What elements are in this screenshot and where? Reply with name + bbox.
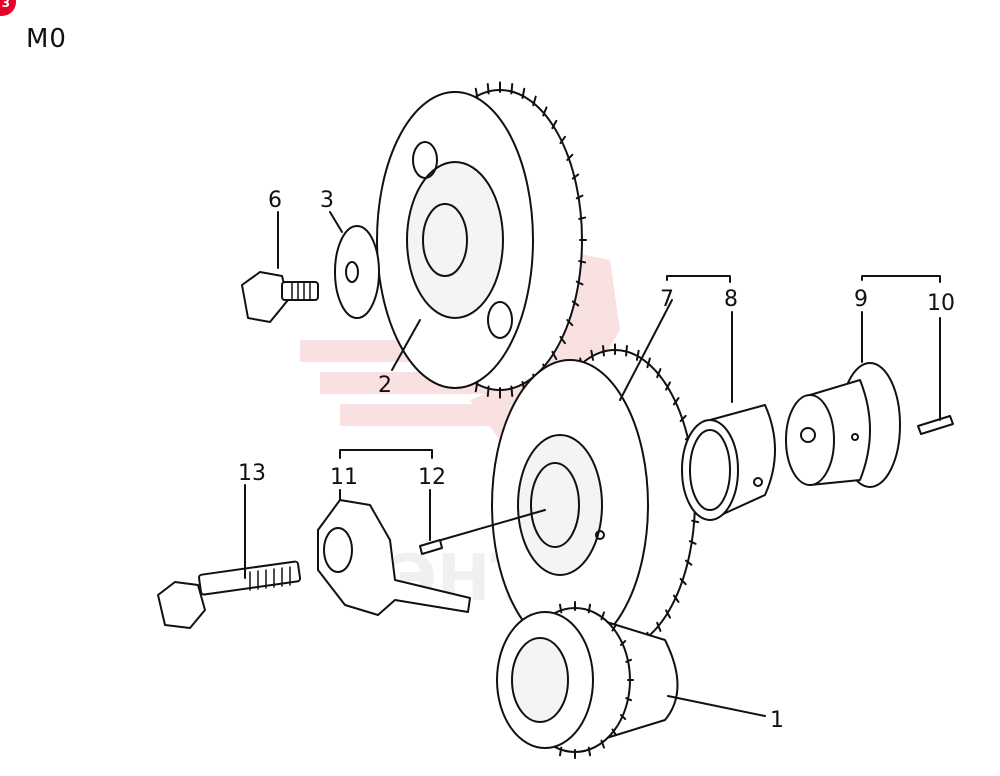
callout-9: 9 [854,287,868,312]
part-10-pin [917,415,954,435]
part-3-washer [334,225,380,319]
callout-3: 3 [320,188,334,213]
part-12-pin [419,539,443,555]
callout-10: 10 [927,291,955,316]
part-11-bracket [317,499,471,616]
callout-13: 13 [238,461,266,486]
callout-1: 1 [770,708,784,733]
callout-6: 6 [268,188,282,213]
part-13-long-bolt [157,560,302,629]
callout-2: 2 [378,373,392,398]
callout-11: 11 [330,465,358,490]
model-label: M0 [26,24,67,54]
part-7-idler-gear [491,343,700,657]
part-8-bushing [681,404,776,521]
part-6-bolt [241,271,319,323]
callout-7: 7 [660,287,674,312]
part-2-camshaft-gear [376,81,587,399]
leader-lines [244,211,941,717]
callout-8: 8 [724,287,738,312]
callout-12: 12 [418,465,446,490]
part-1-crankshaft-gear [496,601,679,759]
callout-numbers: 6 3 2 7 8 9 10 11 12 13 1 [238,188,955,733]
part-9-flanged-shaft [785,362,901,488]
